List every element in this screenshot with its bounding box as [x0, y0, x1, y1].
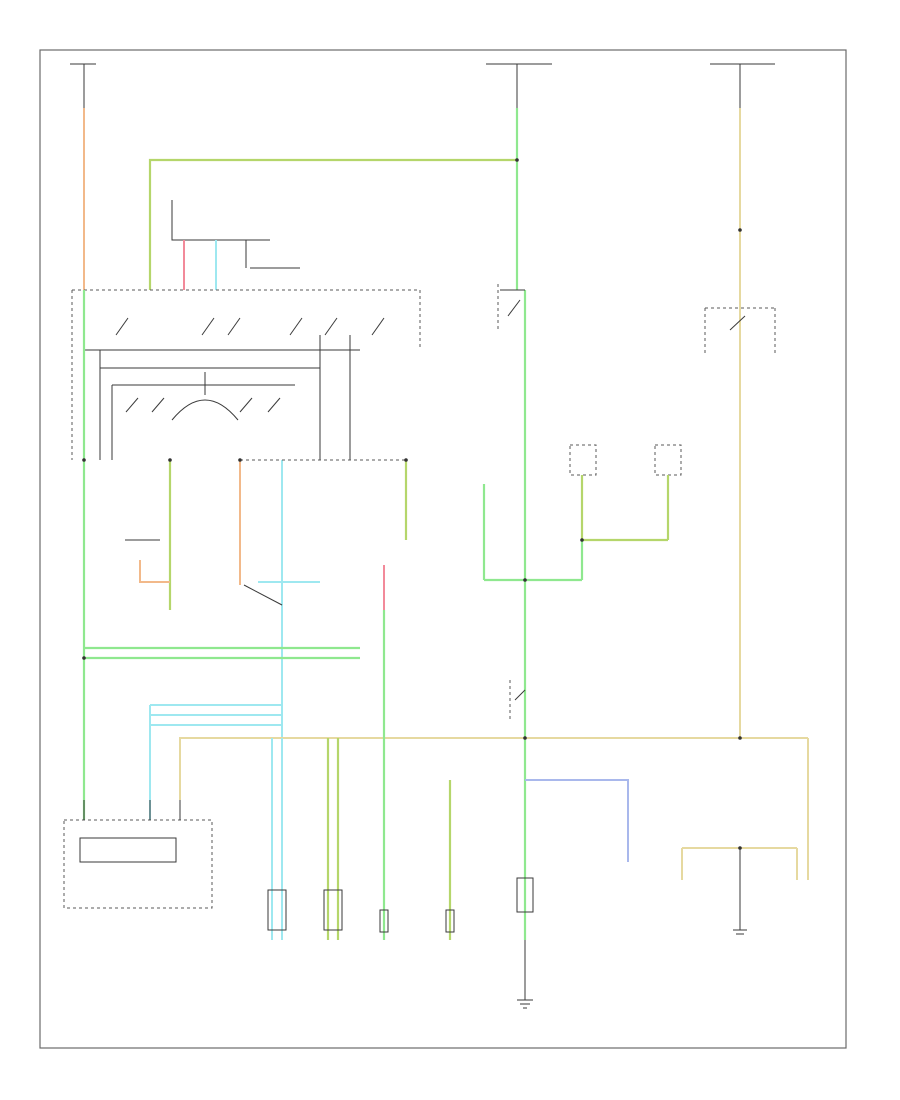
fuse-feed-right: [710, 63, 775, 108]
ground-stub: [243, 584, 283, 606]
left-park-lamp: [125, 539, 170, 583]
fuse-feed-center: [486, 63, 552, 108]
center-relay: [509, 680, 526, 720]
connector-group-left: [482, 484, 525, 582]
lamp-connectors-bottom: [267, 610, 455, 940]
center-ground: [517, 940, 533, 1009]
connector-group-right: [525, 444, 682, 582]
wire-blue: [525, 779, 629, 862]
right-module: [681, 307, 809, 935]
flasher-unit: [516, 877, 534, 913]
instrument-cluster: [63, 800, 213, 909]
headlamp-switch: [71, 200, 421, 460]
center-run: [497, 284, 527, 940]
diagram-frame: [39, 49, 847, 1049]
harness-bundle: [84, 646, 360, 820]
wire-lime-loop: [148, 158, 517, 290]
fuse-feed-left: [70, 63, 96, 108]
wire-yellow-main: [179, 737, 740, 800]
junction-dots: [82, 158, 742, 850]
